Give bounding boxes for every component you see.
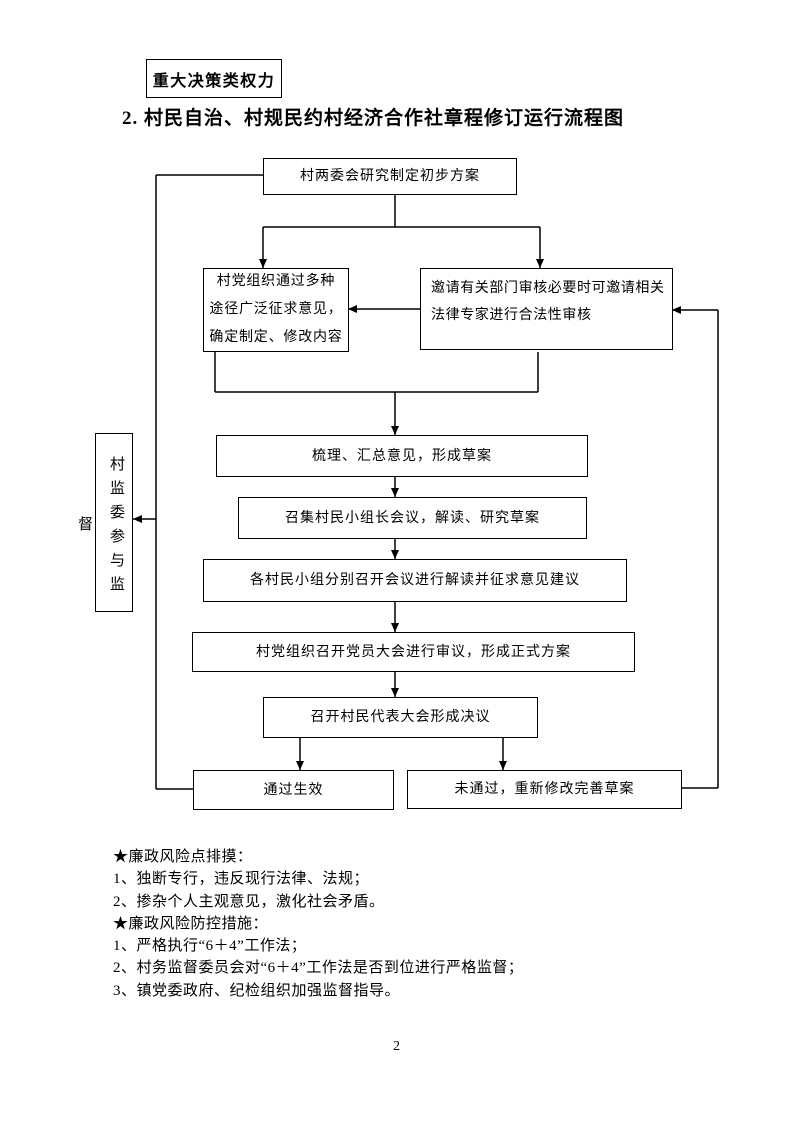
note-line: ★廉政风险防控措施： xyxy=(113,915,269,932)
note-line: 2、村务监督委员会对“6＋4”工作法是否到位进行严格监督； xyxy=(113,960,524,977)
flow-node-party-member-congress: 村党组织召开党员大会进行审议，形成正式方案 xyxy=(192,632,635,672)
note-line: 1、独断专行，违反现行法律、法规； xyxy=(113,871,370,888)
flow-node-villager-group-meetings: 各村民小组分别召开会议进行解读并征求意见建议 xyxy=(203,559,627,602)
category-label-box: 重大决策类权力 xyxy=(146,59,282,98)
flow-node-supervision-committee: 村监委参与监督 xyxy=(76,433,133,612)
note-line: 1、严格执行“6＋4”工作法； xyxy=(113,938,307,955)
notes-section: ★廉政风险点排摸： 1、独断专行，违反现行法律、法规； 2、掺杂个人主观意见，激… xyxy=(113,846,693,1002)
note-line: 2、掺杂个人主观意见，激化社会矛盾。 xyxy=(113,893,385,910)
flow-node-consolidate-draft: 梳理、汇总意见，形成草案 xyxy=(216,435,588,477)
flow-node-initial-plan: 村两委会研究制定初步方案 xyxy=(263,158,517,195)
note-line: ★廉政风险点排摸： xyxy=(113,849,253,865)
flow-node-group-leader-meeting: 召集村民小组长会议，解读、研究草案 xyxy=(238,497,587,539)
page-title: 2. 村民自治、村规民约村经济合作社章程修订运行流程图 xyxy=(122,108,625,129)
flow-node-legality-review: 邀请有关部门审核必要时可邀请相关 法律专家进行合法性审核 xyxy=(420,268,673,350)
flow-node-rejected-revise-draft: 未通过，重新修改完善草案 xyxy=(407,770,682,809)
flow-node-approved-effective: 通过生效 xyxy=(193,770,394,810)
note-line: 3、镇党委政府、纪检组织加强监督指导。 xyxy=(113,982,401,999)
flow-node-party-solicit-opinions: 村党组织通过多种 途径广泛征求意见， 确定制定、修改内容 xyxy=(203,268,349,352)
page-number: 2 xyxy=(393,1039,400,1054)
flow-node-representative-congress: 召开村民代表大会形成决议 xyxy=(263,697,538,738)
